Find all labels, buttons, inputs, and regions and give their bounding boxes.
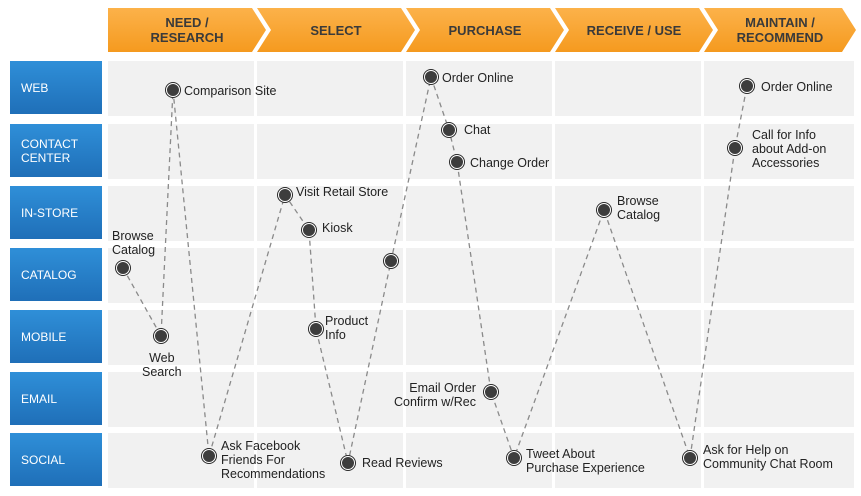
channel-mobile: MOBILE [10,310,102,363]
stage-receive-use: RECEIVE / USE [555,8,713,52]
label-chat: Chat [464,123,491,137]
grid-cell [406,124,552,179]
touchpoint-dot [302,223,316,237]
grid-cell [704,433,854,488]
label-order-online-1: Order Online [442,71,514,85]
grid-cell [555,310,701,365]
touchpoint-dot [424,70,438,84]
touchpoint-dot [450,155,464,169]
label-ask-facebook: Ask Facebook Friends For Recommendations [221,439,326,481]
grid-cell [257,372,403,427]
grid-cell [704,248,854,303]
touchpoint-dot [442,123,456,137]
grid-cell [704,372,854,427]
grid-cell [108,310,254,365]
label-order-online-2: Order Online [761,80,833,94]
grid-cell [108,433,254,488]
channel-web: WEB [10,61,102,114]
label-call-for-info: Call for Info about Add-on Accessories [752,128,827,170]
grid-cell [108,248,254,303]
label-browse-catalog-2: Browse Catalog [617,194,661,222]
grid-cell [406,310,552,365]
label-visit-retail-store: Visit Retail Store [296,185,389,199]
grid-cell [704,186,854,241]
grid-cell [257,124,403,179]
label-read-reviews: Read Reviews [362,456,443,470]
touchpoint-dot [309,322,323,336]
grid-cell [406,186,552,241]
grid-cell [555,124,701,179]
grid-cell [108,186,254,241]
grid-cell [704,310,854,365]
touchpoint-dot [683,451,697,465]
label-comparison-site: Comparison Site [184,84,277,98]
grid-cell [257,61,403,116]
grid-cell [555,248,701,303]
stage-select: SELECT [257,8,415,52]
grid-cell [555,61,701,116]
label-change-order: Change Order [470,156,550,170]
touchpoint-dot [728,141,742,155]
label-ask-for-help: Ask for Help on Community Chat Room [703,443,833,471]
touchpoint-dot [484,385,498,399]
touchpoint-dot [507,451,521,465]
touchpoint-dot [166,83,180,97]
touchpoint-dot [116,261,130,275]
grid-cell [406,248,552,303]
channel-social: SOCIAL [10,433,102,486]
stage-need-research: NEED / RESEARCH [108,8,266,52]
label-tweet-about-purchase: Tweet About Purchase Experience [526,447,645,475]
touchpoint-dot [154,329,168,343]
grid-cell [555,186,701,241]
grid-cell [108,61,254,116]
grid-cell [108,124,254,179]
touchpoint-dot [740,79,754,93]
channel-contact-center: CONTACT CENTER [10,124,102,177]
channel-in-store: IN-STORE [10,186,102,239]
touchpoint-dot [384,254,398,268]
label-browse-catalog-1: Browse Catalog [112,229,156,257]
grid-cell [108,372,254,427]
touchpoint-dot [278,188,292,202]
label-kiosk: Kiosk [322,221,353,235]
stage-purchase: PURCHASE [406,8,564,52]
label-product-info: Product Info [325,314,369,342]
grid-cell [406,372,552,427]
grid-cell [257,433,403,488]
stage-maintain-recommend: MAINTAIN / RECOMMEND [704,8,856,52]
touchpoint-dot [597,203,611,217]
grid-cell [257,248,403,303]
touchpoint-dot [341,456,355,470]
grid-cell [704,61,854,116]
touchpoint-dot [202,449,216,463]
channel-catalog: CATALOG [10,248,102,301]
label-web-search: Web Search [142,351,182,379]
grid-cell [406,433,552,488]
label-email-order-confirm: Email Order Confirm w/Rec [394,381,476,409]
channel-email: EMAIL [10,372,102,425]
grid-cell [555,433,701,488]
